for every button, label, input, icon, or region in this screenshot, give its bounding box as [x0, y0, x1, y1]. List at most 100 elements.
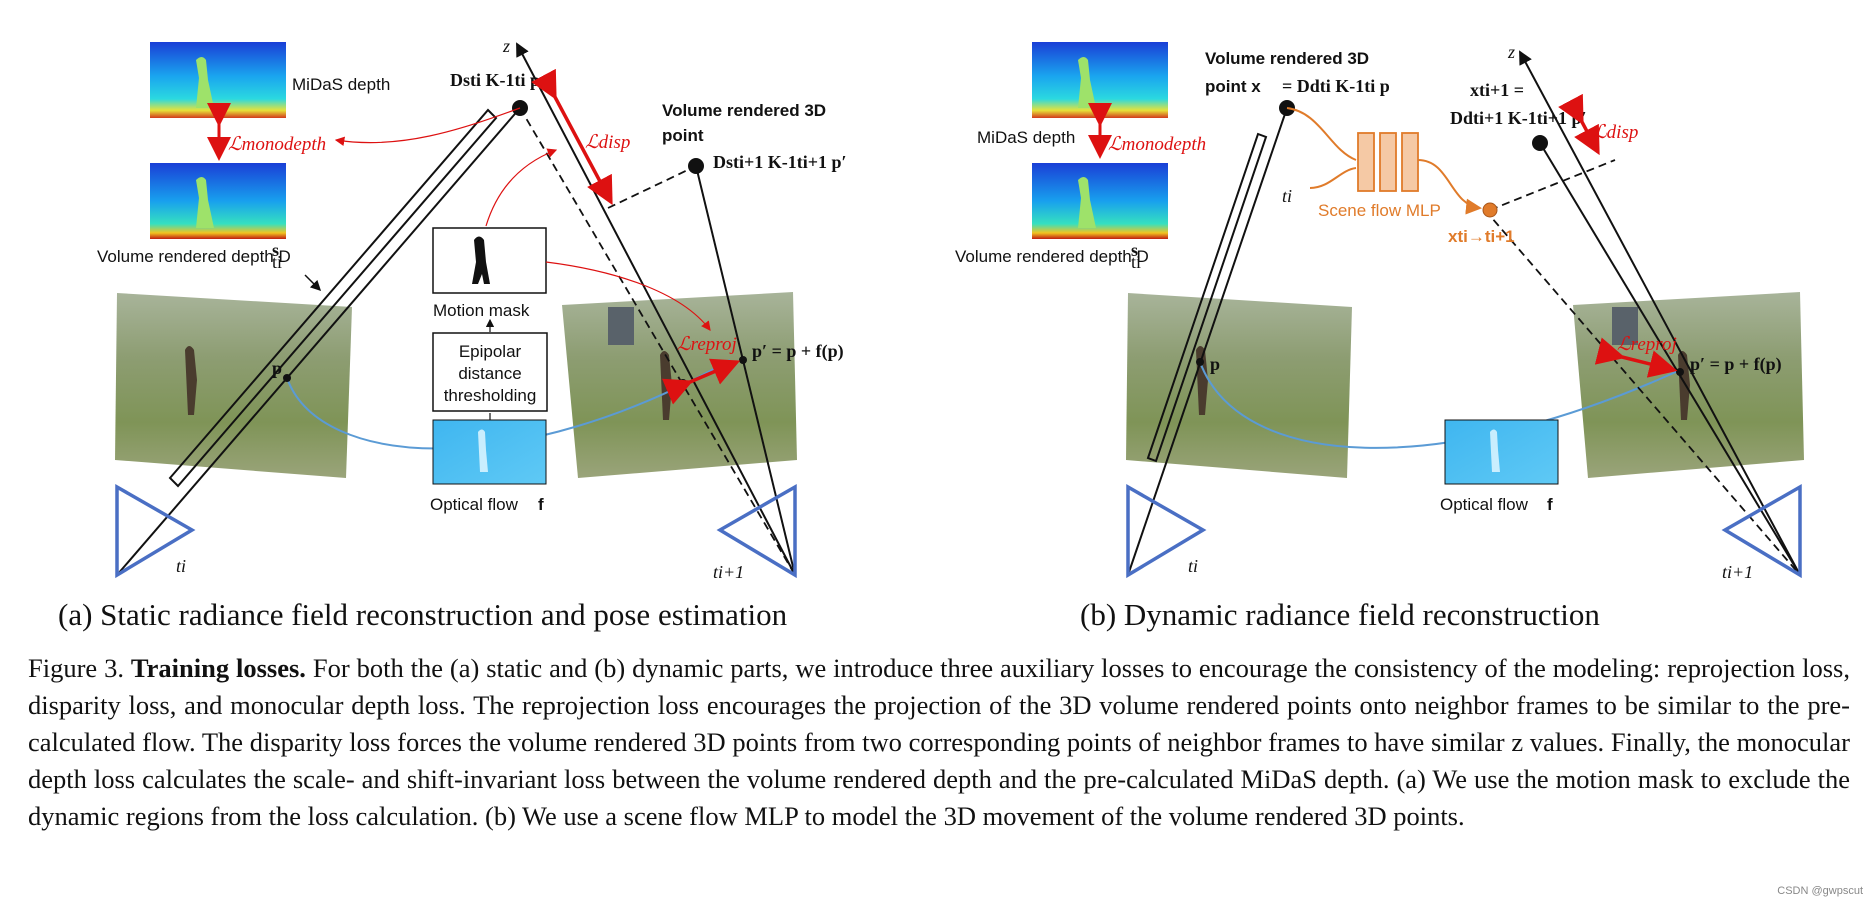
- depth-bracket: [168, 108, 498, 488]
- bracket-pointer: [304, 274, 322, 292]
- caption-title: Training losses.: [130, 653, 306, 683]
- panel-b: MiDaS depth ℒmonodepth Volume rendered d…: [955, 42, 1804, 632]
- camera-ti1: [716, 483, 797, 579]
- reproj-loss-label: ℒreproj: [677, 334, 737, 355]
- optical-flow-silhouette: [478, 429, 488, 472]
- ti-label: ti: [176, 556, 186, 576]
- volume-depth-image-b: [1032, 163, 1168, 239]
- ray-ti1: [695, 165, 796, 576]
- optical-flow-f: f: [538, 495, 544, 514]
- mlp-input-curve-2: [1309, 167, 1357, 189]
- point-3d-ti1: [688, 158, 704, 174]
- ray-ti-b: [1127, 107, 1288, 576]
- midas-depth-image: [150, 42, 286, 118]
- ti-label-b: ti: [1188, 556, 1198, 576]
- camera-ti-b: [1126, 483, 1207, 579]
- mlp-input-curve-1: [1286, 107, 1357, 161]
- mlp-output-curve: [1417, 159, 1482, 215]
- x-ti1-label: xti+1 =: [1470, 80, 1524, 100]
- reproj-loss-label-b: ℒreproj: [1617, 334, 1677, 355]
- volume-depth-sub-b: ti: [1131, 252, 1141, 272]
- mlp-layer-2: [1379, 132, 1397, 192]
- z-label-b: z: [1507, 42, 1515, 62]
- optical-flow-label-b: Optical flow: [1440, 495, 1529, 514]
- p-prime-eq-b: p′ = p + f(p): [1690, 354, 1782, 375]
- x-arrow-label: xti→ti+1: [1448, 227, 1515, 246]
- depth-bracket-b: [1146, 132, 1268, 463]
- disp-dash-b: [1489, 159, 1616, 211]
- vol3d-label-2: point: [662, 126, 704, 145]
- vol3d-label-b-2: point x: [1205, 77, 1261, 96]
- mask-to-monodepth-arrow: [334, 107, 521, 147]
- volume-depth-sub: ti: [272, 252, 282, 272]
- mask-to-disp-arrow: [485, 148, 558, 227]
- disp-loss-label-b: ℒdisp: [1593, 122, 1638, 143]
- midas-depth-label: MiDaS depth: [292, 75, 390, 94]
- point-p: [283, 374, 291, 382]
- x-ti1-eq-label: Ddti+1 K-1ti+1 p′: [1450, 108, 1587, 128]
- mask-to-reproj-arrow: [545, 261, 711, 331]
- figure-caption: Figure 3. Training losses. For both the …: [28, 650, 1850, 835]
- point-p-b: [1196, 358, 1204, 366]
- optical-flow-image-b: [1444, 419, 1559, 485]
- watermark: CSDN @gwpscut: [1777, 885, 1863, 897]
- volume-depth-label: Volume rendered depth D: [97, 247, 291, 266]
- optical-flow-f-b: f: [1547, 495, 1553, 514]
- p-label-b: p: [1210, 354, 1220, 374]
- ti-mlp-label: ti: [1282, 186, 1292, 206]
- vol3d-label-1: Volume rendered 3D: [662, 101, 826, 120]
- point-reproj: [679, 379, 687, 387]
- mlp-layer-1: [1357, 132, 1375, 192]
- ti1-label-b: ti+1: [1722, 562, 1753, 582]
- d-k-p-label: Dsti K-1ti p: [450, 70, 540, 90]
- monodepth-loss-label-b: ℒmonodepth: [1108, 134, 1206, 155]
- volume-depth-sup-b: s: [1131, 240, 1138, 260]
- epipolar-line-2: distance: [458, 364, 521, 383]
- camera-ti: [115, 483, 196, 579]
- caption-body: For both the (a) static and (b) dynamic …: [28, 653, 1850, 831]
- disp-arrow-b: [1558, 93, 1600, 156]
- disp-dash: [607, 165, 697, 209]
- ti1-label: ti+1: [713, 562, 744, 582]
- midas-depth-label-b: MiDaS depth: [977, 128, 1075, 147]
- ray-ti: [116, 107, 521, 576]
- epipolar-box: [432, 332, 548, 412]
- point-3d-ti1-b: [1532, 135, 1548, 151]
- point-p-prime: [739, 356, 747, 364]
- epipolar-line-1: Epipolar: [459, 342, 522, 361]
- reproj-arrow-b: [1594, 337, 1678, 378]
- motion-mask-label: Motion mask: [433, 301, 530, 320]
- mlp-layer-3: [1401, 132, 1419, 192]
- p-label: p: [272, 358, 282, 378]
- camera-ti1-b: [1721, 483, 1802, 579]
- disp-arrow: [531, 68, 613, 206]
- volume-depth-sup: s: [272, 240, 279, 260]
- volume-depth-label-b: Volume rendered depth D: [955, 247, 1149, 266]
- optical-flow-silhouette-b: [1490, 429, 1500, 472]
- ray-dashed-b: [1484, 209, 1801, 576]
- p-prime-eq: p′ = p + f(p): [752, 341, 844, 362]
- z-label: z: [502, 36, 510, 56]
- point-p-prime-b: [1676, 368, 1684, 376]
- midas-depth-image-b: [1032, 42, 1168, 118]
- point-x-arrow: [1482, 202, 1498, 218]
- disp-loss-label: ℒdisp: [585, 132, 630, 153]
- subcaption-a: (a) Static radiance field reconstruction…: [58, 597, 788, 632]
- frame-ti-photo: [115, 293, 352, 478]
- subcaption-b: (b) Dynamic radiance field reconstructio…: [1080, 597, 1600, 632]
- vol3d-label-b-1: Volume rendered 3D: [1205, 49, 1369, 68]
- training-losses-figure: MiDaS depth ℒmonodepth Volume rendered d…: [58, 36, 1804, 632]
- optical-flow-label: Optical flow: [430, 495, 519, 514]
- volume-depth-image: [150, 163, 286, 239]
- caption-fig-no: Figure 3.: [28, 653, 124, 683]
- monodepth-loss-label: ℒmonodepth: [228, 134, 326, 155]
- flow-curve-b: [1199, 361, 1681, 449]
- frame-ti1-photo-b: [1573, 292, 1804, 478]
- motion-mask-silhouette: [472, 236, 490, 284]
- d-k-p-prime-label: Dsti+1 K-1ti+1 p′: [713, 152, 847, 172]
- panel-a: MiDaS depth ℒmonodepth Volume rendered d…: [58, 36, 847, 632]
- scene-flow-label: Scene flow MLP: [1318, 201, 1441, 220]
- reproj-arrow: [661, 358, 741, 405]
- x-eq-label: = Ddti K-1ti p: [1282, 76, 1390, 96]
- frame-ti1-photo: [562, 292, 797, 478]
